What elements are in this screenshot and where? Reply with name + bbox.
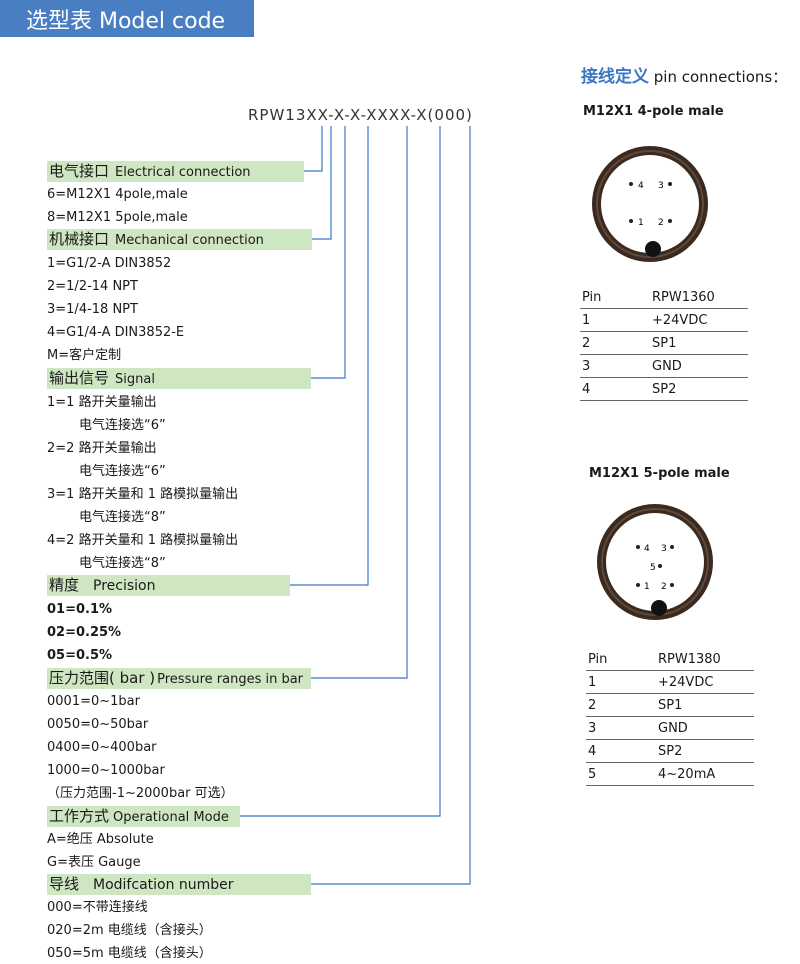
option-mode-a: A=绝压 Absolute [47, 832, 154, 847]
connector-4pole-diagram: 4 3 1 2 [592, 146, 708, 262]
leader-line-signal [311, 126, 346, 379]
leader-line-mode [240, 126, 441, 817]
pin-label: 2 [661, 582, 667, 592]
table-header-cell: RPW1380 [656, 648, 754, 671]
option-electrical-8: 8=M12X1 5pole,male [47, 210, 188, 225]
pin-label: 1 [644, 582, 650, 592]
option-mode-g: G=表压 Gauge [47, 855, 141, 870]
model-code: RPW13XX-X-X-XXXX-X(000) [248, 106, 473, 124]
leader-line-mechanical [312, 126, 332, 240]
option-cable-050: 050=5m 电缆线（含接头） [47, 946, 212, 961]
pin-2-dot [668, 219, 672, 223]
option-electrical-6: 6=M12X1 4pole,male [47, 187, 188, 202]
option-signal-2-note: 电气连接选“6” [79, 464, 166, 479]
option-precision-02: 02=0.25% [47, 625, 122, 640]
connector-4pole-label: M12X1 4-pole male [583, 104, 724, 119]
leader-line-cable [311, 126, 471, 885]
leader-line-precision [290, 126, 369, 586]
table-row: 1+24VDC [580, 308, 748, 332]
option-precision-01: 01=0.1% [47, 602, 113, 617]
option-mechanical-1: 1=G1/2-A DIN3852 [47, 256, 172, 271]
page-title: 选型表 Model code [0, 0, 254, 37]
connector-5pole-diagram: 4 3 5 1 2 [597, 504, 713, 620]
connector-5pole-label: M12X1 5-pole male [589, 466, 730, 481]
pin-4-dot [636, 545, 640, 549]
pin-label: 2 [658, 218, 664, 228]
option-pressure-0400: 0400=0~400bar [47, 740, 157, 755]
pin-connections-title: 接线定义 pin connections： [581, 67, 788, 87]
pin-label: 4 [644, 544, 650, 554]
table-header-cell: RPW1360 [650, 286, 748, 309]
leader-line-electrical [304, 126, 323, 172]
leader-line-pressure [311, 126, 408, 679]
option-pressure-1000: 1000=0~1000bar [47, 763, 165, 778]
section-header-pressure: 压力范围( bar )Pressure ranges in bar [47, 668, 311, 689]
option-pressure-0001: 0001=0~1bar [47, 694, 140, 709]
table-header-row: Pin RPW1380 [586, 648, 754, 671]
option-signal-1: 1=1 路开关量输出 [47, 395, 157, 410]
option-mechanical-4: 4=G1/4-A DIN3852-E [47, 325, 185, 340]
option-mechanical-2: 2=1/2-14 NPT [47, 279, 138, 294]
option-signal-3-note: 电气连接选“8” [79, 510, 166, 525]
pin-1-dot [629, 219, 633, 223]
pin-label: 1 [638, 218, 644, 228]
pin-5-dot [658, 564, 662, 568]
option-signal-4: 4=2 路开关量和 1 路模拟量输出 [47, 533, 239, 548]
option-signal-3: 3=1 路开关量和 1 路模拟量输出 [47, 487, 239, 502]
option-cable-020: 020=2m 电缆线（含接头） [47, 923, 212, 938]
table-header-row: Pin RPW1360 [580, 286, 748, 309]
pin-label: 3 [661, 544, 667, 554]
option-signal-1-note: 电气连接选“6” [79, 418, 166, 433]
pin-label: 3 [658, 181, 664, 191]
table-header-cell: Pin [580, 286, 650, 309]
table-row: 1+24VDC [586, 670, 754, 694]
table-header-cell: Pin [586, 648, 656, 671]
option-precision-05: 05=0.5% [47, 648, 113, 663]
option-mechanical-m: M=客户定制 [47, 348, 122, 363]
pin-1-dot [636, 583, 640, 587]
pin-label: 4 [638, 181, 644, 191]
option-pressure-0050: 0050=0~50bar [47, 717, 149, 732]
pin-3-dot [670, 545, 674, 549]
pin-2-dot [670, 583, 674, 587]
pin-4-dot [629, 182, 633, 186]
option-pressure-note: （压力范围-1~2000bar 可选） [47, 786, 234, 801]
option-signal-4-note: 电气连接选“8” [79, 556, 166, 571]
pin-3-dot [668, 182, 672, 186]
option-cable-000: 000=不带连接线 [47, 900, 148, 915]
option-mechanical-3: 3=1/4-18 NPT [47, 302, 138, 317]
option-signal-2: 2=2 路开关量输出 [47, 441, 157, 456]
pin-label: 5 [650, 563, 656, 573]
